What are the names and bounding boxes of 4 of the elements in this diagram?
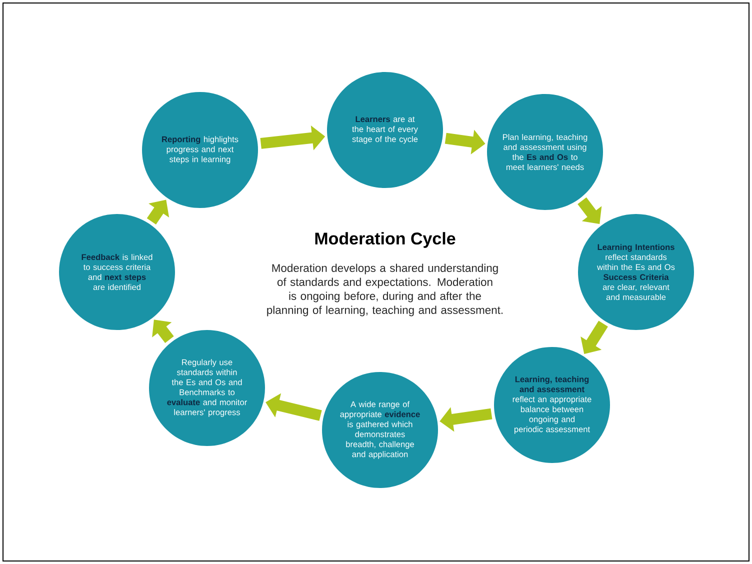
block-arrow [578,197,602,224]
block-arrow [152,320,174,344]
title: Moderation Cycle [315,232,456,248]
description: Moderation develops a shared understanding of standards and expectations. Moderation is ongoing before, during and after the planning of learning, teaching and assessment. [267,264,503,316]
